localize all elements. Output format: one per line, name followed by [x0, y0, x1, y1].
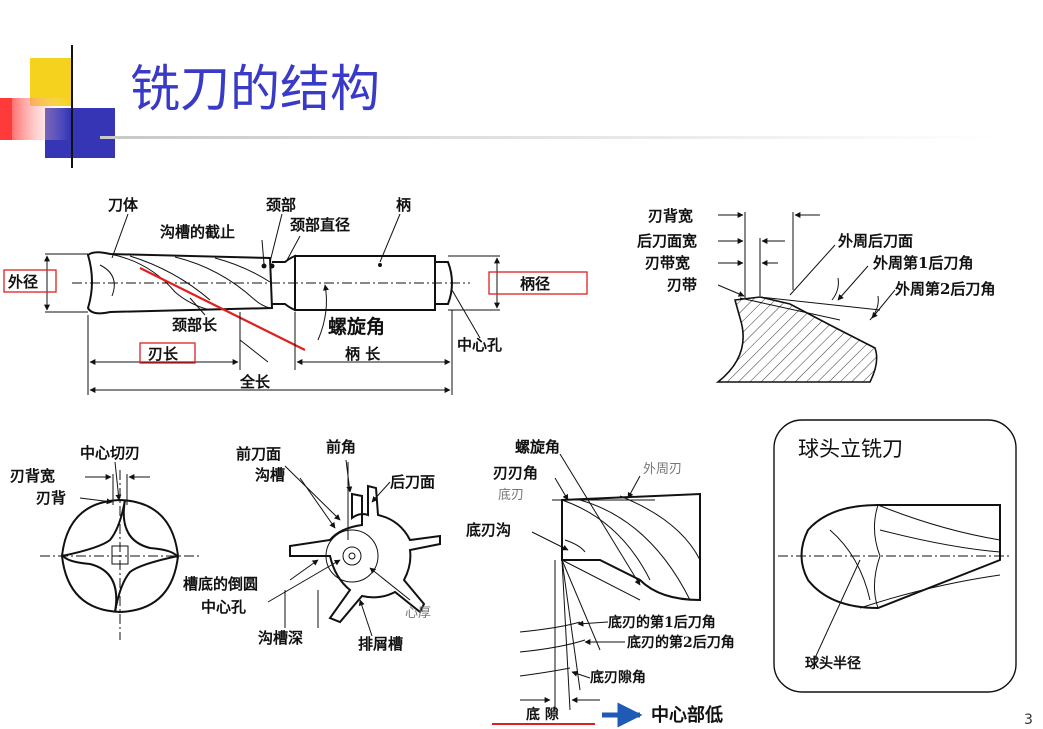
- label-back-face-width: 后刀面宽: [637, 232, 697, 250]
- label-dish-angle: 底刃隙角: [590, 669, 646, 686]
- label-rake-face: 前刀面: [236, 445, 281, 463]
- label-outer-relief-2: 外周第2后刀角: [894, 280, 995, 298]
- label-chip-flute: 排屑槽: [358, 635, 403, 653]
- label-ball-radius: 球头半径: [805, 655, 861, 672]
- label-margin: 刃带: [667, 276, 697, 294]
- label-center-hole-2: 中心孔: [201, 598, 246, 616]
- label-blade-length: 刃长: [148, 345, 179, 363]
- label-flute: 沟槽: [255, 466, 285, 484]
- ball-end-heading: 球头立铣刀: [798, 437, 903, 461]
- label-total-length: 全长: [239, 373, 271, 391]
- label-neck: 颈部: [265, 196, 296, 214]
- label-fillet: 槽底的倒圆: [183, 575, 258, 593]
- label-shank-length: 柄 长: [345, 345, 381, 363]
- label-helix-angle-2: 螺旋角: [515, 438, 560, 456]
- label-outer-edge: 外周刃: [643, 462, 682, 477]
- label-dish: 底 隙: [526, 706, 559, 723]
- label-end-relief-2: 底刃的第2后刀角: [627, 634, 735, 651]
- label-neck-diameter: 颈部直径: [289, 216, 350, 234]
- label-flute-depth: 沟槽深: [258, 629, 303, 647]
- label-land-width: 刃背宽: [648, 207, 693, 225]
- label-center-cut-edge: 中心切刃: [80, 444, 140, 462]
- label-blade-body: 刀体: [108, 196, 139, 214]
- end-view-center-cut: [40, 461, 200, 640]
- label-outer-diameter: 外径: [7, 273, 38, 291]
- tip-view-diagram: [492, 453, 701, 728]
- label-flute-end: 沟槽的截止: [160, 223, 235, 241]
- label-neck-length: 颈部长: [171, 316, 218, 334]
- label-end-relief-1: 底刃的第1后刀角: [608, 614, 716, 631]
- edge-detail-diagram: [715, 212, 896, 383]
- label-helix-angle: 螺旋角: [328, 315, 385, 338]
- end-view-cross-section: [267, 459, 441, 637]
- page-number: 3: [1024, 712, 1033, 728]
- label-shank: 柄: [396, 196, 411, 214]
- label-margin-width: 刃带宽: [645, 254, 690, 272]
- label-shank-diameter: 柄径: [520, 275, 550, 293]
- label-gash: 底刃沟: [466, 521, 511, 539]
- label-core: 心厚: [405, 606, 431, 621]
- page-title: 铣刀的结构: [130, 60, 380, 118]
- label-dish-note: 中心部低: [651, 704, 723, 726]
- ball-end-box: [773, 419, 1017, 693]
- label-flank-face: 后刀面: [390, 473, 435, 491]
- header-decoration: [0, 45, 1000, 168]
- label-center-hole: 中心孔: [457, 336, 502, 354]
- label-land-width-2: 刃背宽: [10, 467, 55, 485]
- label-outer-relief-1: 外周第1后刀角: [872, 254, 973, 272]
- label-outer-back-face: 外周后刀面: [837, 232, 913, 250]
- label-edge-angle: 刃刃角: [493, 464, 538, 482]
- label-end-edge: 底刃: [498, 487, 524, 503]
- side-view-diagram: [3, 213, 588, 395]
- label-land: 刃背: [36, 489, 66, 507]
- label-rake-angle: 前角: [326, 438, 356, 456]
